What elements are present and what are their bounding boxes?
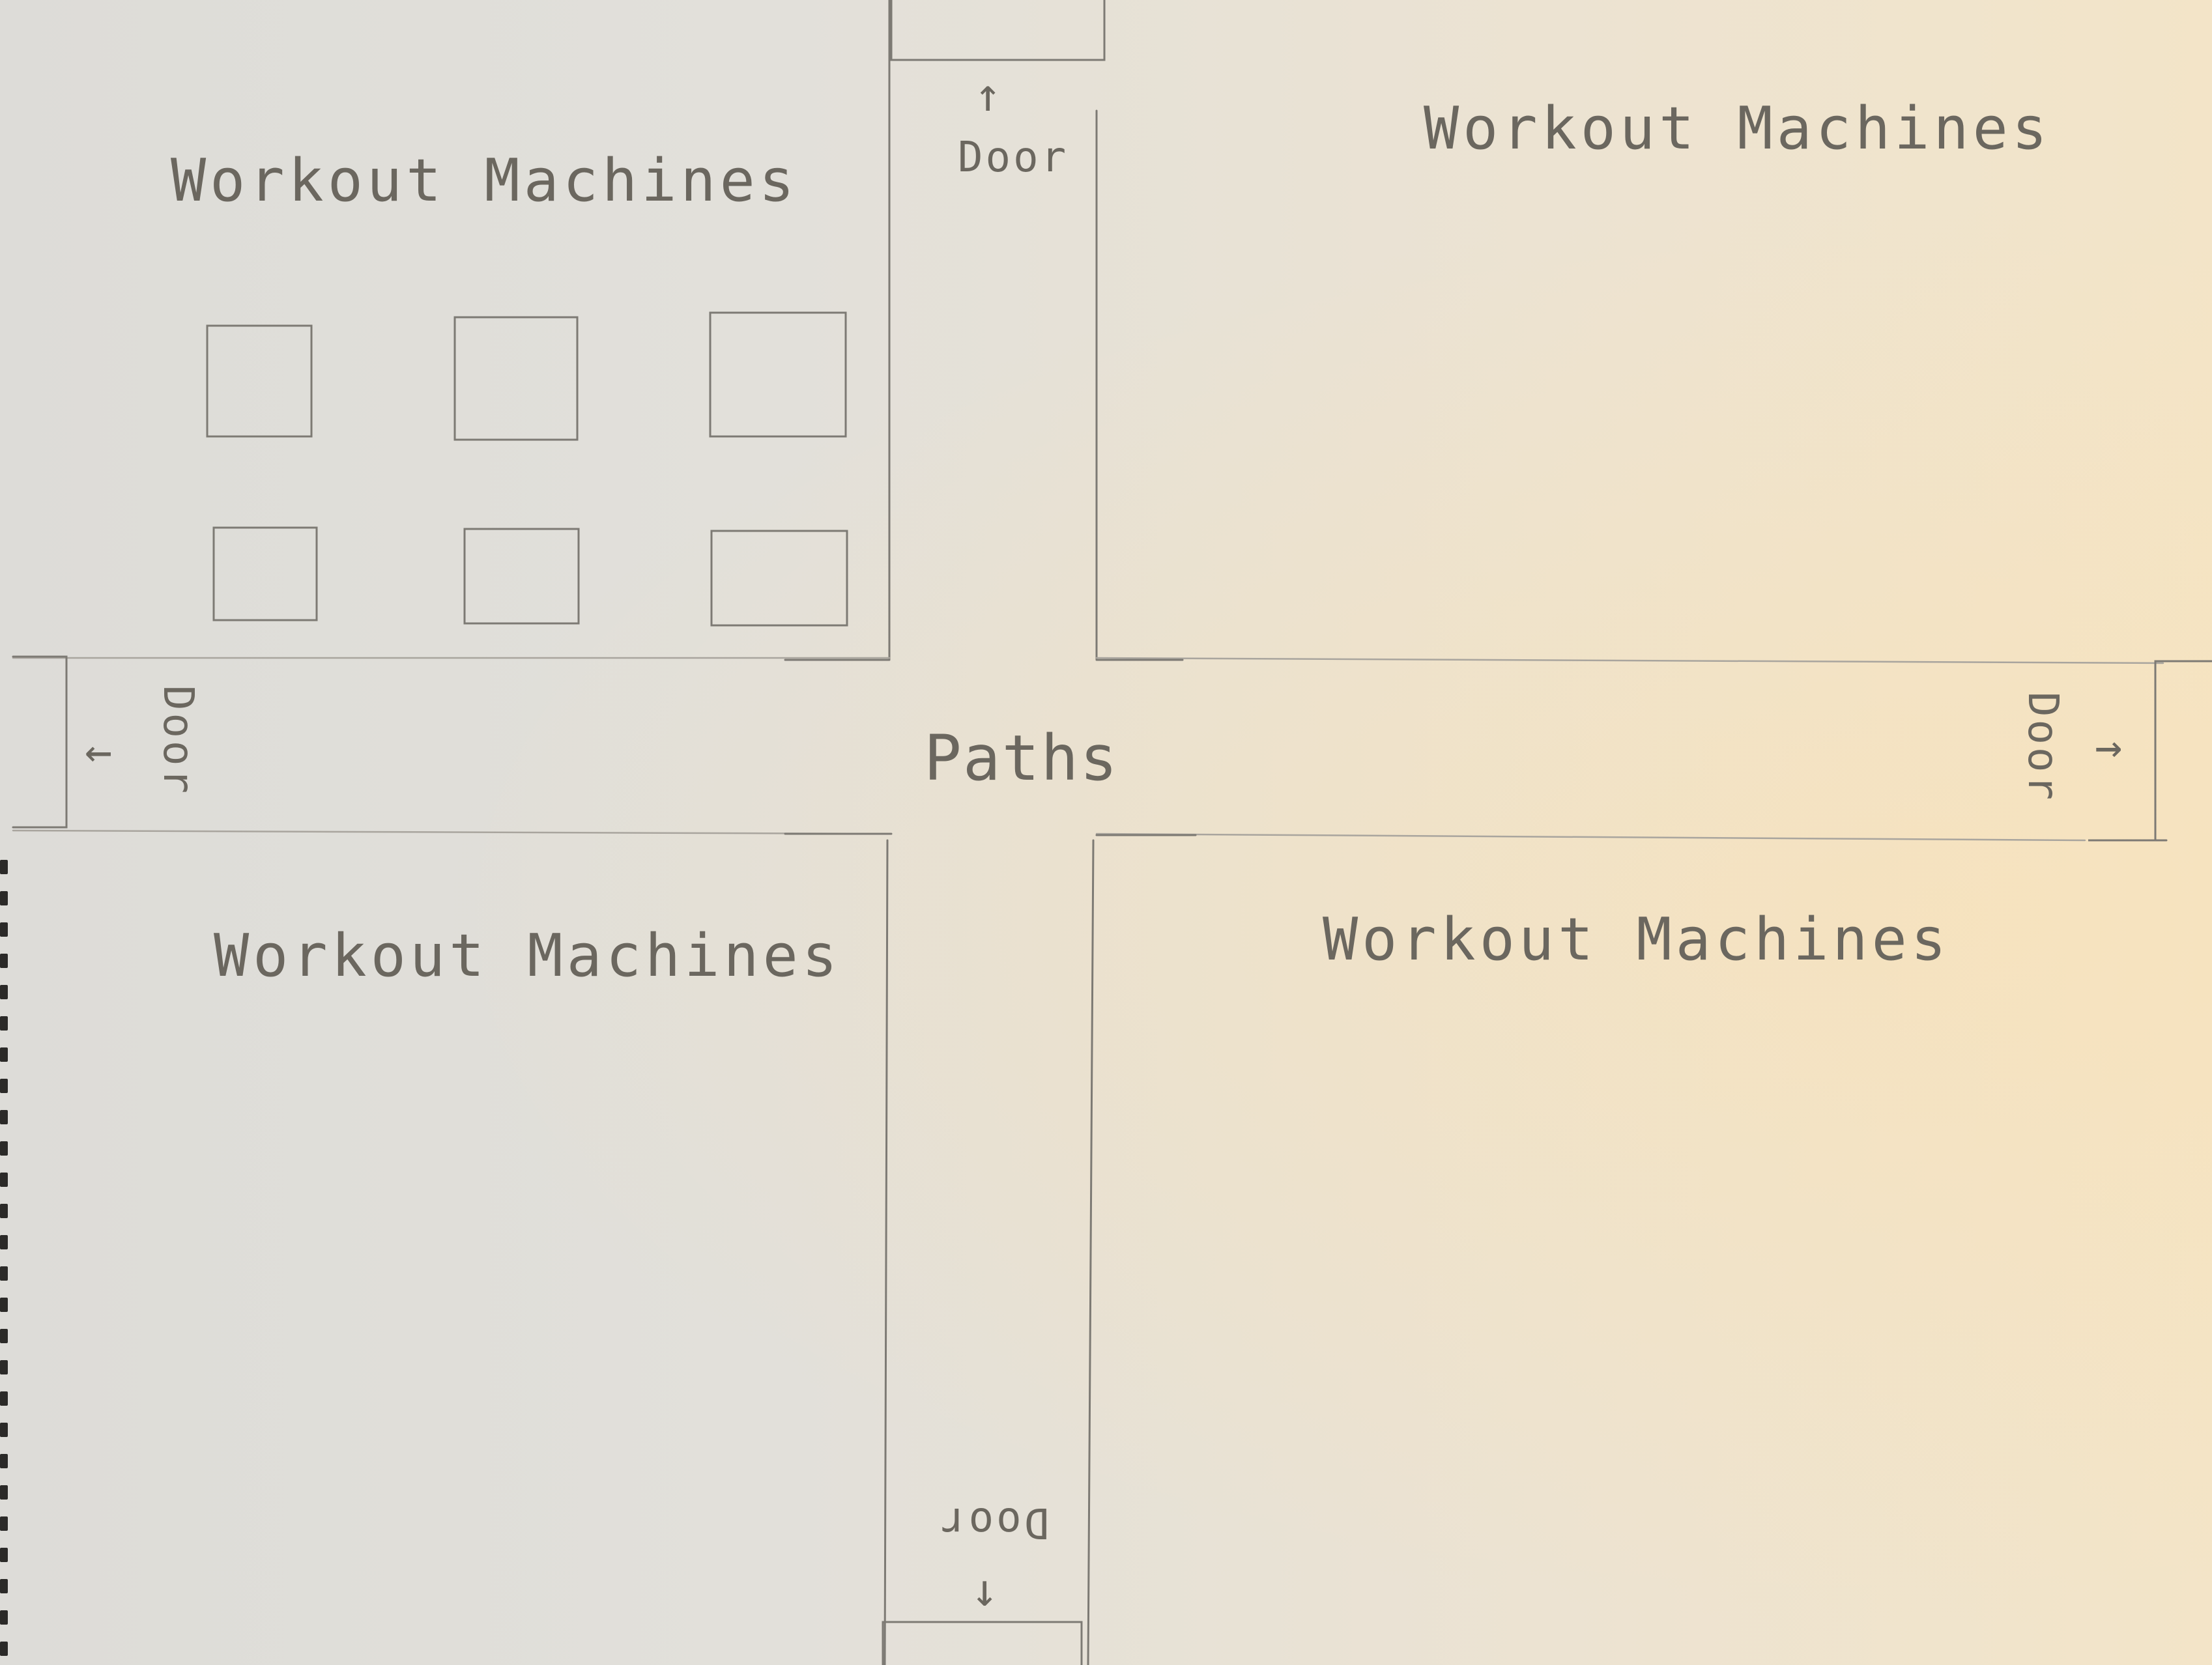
machine-box	[212, 526, 318, 621]
spiral-ring	[0, 1047, 8, 1062]
door-frame-left	[12, 655, 68, 829]
spiral-ring	[0, 1110, 8, 1124]
door-label-left: Door	[154, 685, 203, 797]
door-arrow-top-icon: ↑	[974, 68, 1005, 122]
zone-title-bottom-left: Workout Machines	[214, 922, 841, 990]
spiral-ring	[0, 1266, 8, 1281]
spiral-ring	[0, 1610, 8, 1625]
machine-box	[463, 528, 580, 625]
spiral-ring	[0, 1141, 8, 1156]
spiral-ring	[0, 1235, 8, 1249]
machine-box	[710, 530, 848, 627]
spiral-ring	[0, 1391, 8, 1406]
zone-title-top-left: Workout Machines	[171, 147, 798, 215]
corridor-wall-bottom-left	[12, 829, 891, 835]
spiral-ring	[0, 1642, 8, 1656]
spiral-ring	[0, 891, 8, 905]
spiral-ring	[0, 954, 8, 968]
corridor-wall-top-right	[1095, 657, 2164, 664]
machine-box	[206, 324, 313, 438]
spiral-ring	[0, 1298, 8, 1312]
corridor-wall-left-bottom	[883, 839, 889, 1665]
spiral-ring	[0, 1329, 8, 1343]
door-arrow-bottom-icon: ↓	[971, 1563, 1001, 1617]
spiral-ring	[0, 860, 8, 874]
machine-box	[453, 316, 579, 441]
spiral-ring	[0, 1204, 8, 1218]
door-arrow-right-icon: →	[2095, 720, 2125, 773]
door-frame-bottom	[882, 1621, 1083, 1665]
corridor-wall-bottom-right	[1095, 832, 2086, 842]
spiral-ring	[0, 1079, 8, 1093]
spiral-ring	[0, 1454, 8, 1468]
zone-title-top-right: Workout Machines	[1424, 94, 2051, 163]
spiral-ring	[0, 1173, 8, 1187]
door-label-bottom: Door	[938, 1498, 1050, 1546]
spiral-ring	[0, 1579, 8, 1593]
spiral-ring	[0, 1548, 8, 1562]
zone-title-bottom-right: Workout Machines	[1323, 905, 1950, 974]
spiral-ring	[0, 1360, 8, 1374]
machine-box	[709, 311, 847, 438]
spiral-ring	[0, 1516, 8, 1531]
door-arrow-left-icon: ←	[85, 724, 115, 778]
spiral-ring	[0, 1423, 8, 1437]
door-frame-right	[2088, 660, 2212, 842]
spiral-ring	[0, 922, 8, 937]
spiral-ring	[0, 1016, 8, 1031]
door-label-top: Door	[958, 134, 1069, 182]
spiral-ring	[0, 1485, 8, 1500]
door-label-right: Door	[2018, 691, 2067, 803]
door-frame-top	[890, 0, 1106, 61]
corridor-wall-right-bottom	[1087, 839, 1095, 1665]
paths-label: Paths	[924, 722, 1119, 795]
spiral-ring	[0, 985, 8, 999]
